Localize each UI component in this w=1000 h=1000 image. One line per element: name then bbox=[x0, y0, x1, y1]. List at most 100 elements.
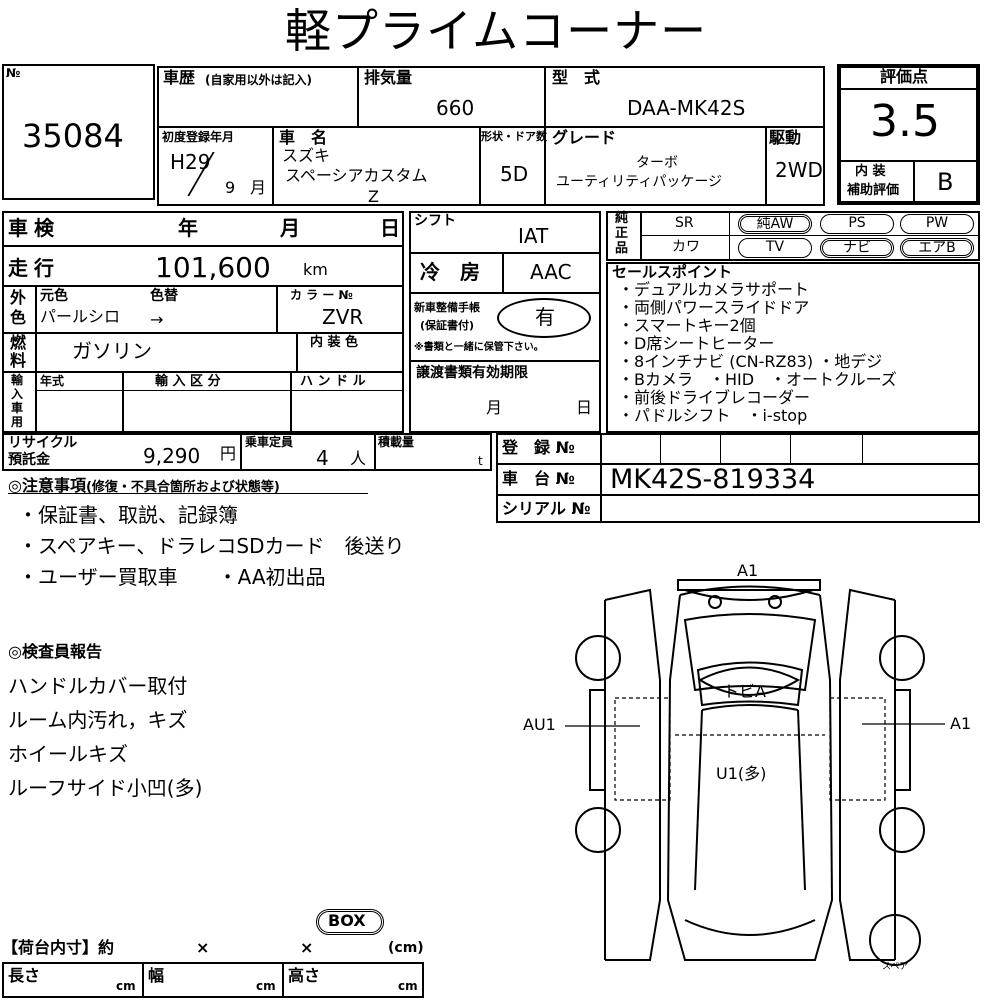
diagram-left-mark: AU1 bbox=[523, 715, 556, 734]
exterior-change-label: 色替 bbox=[150, 288, 178, 304]
recycle-unit: 円 bbox=[220, 444, 237, 463]
sales-points-label: セールスポイント bbox=[612, 263, 733, 281]
sales-point-item: ・前後ドライブレコーダー bbox=[618, 388, 811, 407]
pill-tv: TV bbox=[738, 238, 812, 258]
equipment-kawa: カワ bbox=[672, 239, 700, 255]
lot-number-label: № bbox=[6, 66, 21, 80]
serial-label: シリアル № bbox=[502, 499, 591, 518]
history-label: 車歴 bbox=[163, 68, 196, 87]
transfer-day: 日 bbox=[576, 398, 593, 417]
grade-label: グレード bbox=[552, 128, 617, 147]
sales-point-item: ・8インチナビ (CN-RZ83) ・地デジ bbox=[618, 352, 883, 371]
displacement-value: 660 bbox=[436, 96, 475, 120]
inspection-month: 月 bbox=[280, 216, 300, 240]
mileage-unit: km bbox=[303, 260, 328, 279]
load-label: 積載量 bbox=[378, 435, 415, 449]
capacity-unit: 人 bbox=[350, 449, 367, 468]
shift-label: シフト bbox=[414, 213, 456, 229]
page-title: 軽プライムコーナー bbox=[285, 4, 708, 58]
cargo-length-unit: cm bbox=[116, 979, 136, 993]
pill-aw: 純AW bbox=[738, 214, 812, 234]
doors-value: 5D bbox=[500, 162, 529, 186]
model-value: DAA-MK42S bbox=[627, 96, 746, 120]
equipment-label-3: 品 bbox=[615, 241, 629, 256]
sales-point-item: ・スマートキー2個 bbox=[618, 316, 756, 335]
recycle-label-1: リサイクル bbox=[8, 435, 78, 451]
drive-value: 2WD bbox=[775, 158, 823, 182]
capacity-label: 乗車定員 bbox=[245, 435, 294, 449]
import-label-4: 用 bbox=[11, 415, 24, 429]
equipment-label-2: 正 bbox=[615, 226, 629, 241]
interior-score-label-1: 内 装 bbox=[855, 164, 886, 179]
interior-score-label-2: 補助評価 bbox=[847, 183, 900, 198]
cargo-width-unit: cm bbox=[256, 979, 276, 993]
color-no-label: カ ラ ー № bbox=[290, 288, 353, 302]
warranty-note: ※書類と一緒に保管下さい。 bbox=[414, 342, 544, 353]
exterior-label-1: 外 bbox=[10, 288, 27, 307]
equipment-grid bbox=[606, 211, 980, 261]
color-no-value: ZVR bbox=[322, 305, 364, 329]
note-item: ・ユーザー買取車 ・AA初出品 bbox=[18, 565, 326, 589]
pill-pw: PW bbox=[900, 214, 974, 234]
aircon-value: AAC bbox=[530, 260, 572, 284]
cargo-height-unit: cm bbox=[398, 979, 418, 993]
warranty-label-1: 新車整備手帳 bbox=[414, 301, 480, 314]
capacity-value: 4 bbox=[316, 446, 329, 470]
warranty-circle bbox=[497, 298, 591, 338]
transfer-month: 月 bbox=[486, 398, 503, 417]
cargo-label: 【荷台内寸】約 bbox=[2, 938, 115, 957]
pill-ps: PS bbox=[820, 214, 894, 234]
car-maker: スズキ bbox=[282, 146, 331, 165]
sales-point-item: ・Bカメラ ・HID ・オートクルーズ bbox=[618, 370, 897, 389]
load-unit: t bbox=[478, 454, 483, 468]
first-reg-label: 初度登録年月 bbox=[162, 130, 235, 144]
interior-color-label: 内 装 色 bbox=[310, 335, 359, 350]
vehicle-info-grid bbox=[157, 66, 825, 206]
sales-point-item: ・パドルシフト ・i-stop bbox=[618, 406, 808, 425]
warranty-label-2: (保証書付) bbox=[420, 319, 475, 332]
cargo-box-badge bbox=[316, 909, 384, 935]
mileage-value: 101,600 bbox=[155, 251, 271, 284]
notes-heading: ◎注意事項 bbox=[8, 476, 86, 495]
car-name: スペーシアカスタム bbox=[285, 166, 428, 185]
score-label: 評価点 bbox=[880, 67, 929, 86]
import-label-1: 輸 bbox=[11, 373, 24, 387]
fuel-label-1: 燃 bbox=[10, 333, 27, 352]
score-value: 3.5 bbox=[870, 96, 940, 147]
equipment-sr: SR bbox=[675, 215, 694, 231]
inspector-label: ◎検査員報告 bbox=[8, 642, 102, 661]
inspection-day: 日 bbox=[380, 216, 400, 240]
inspector-item: ルーム内汚れ，キズ bbox=[8, 708, 188, 732]
sales-point-item: ・D席シートヒーター bbox=[618, 334, 775, 353]
grade-line2: ユーティリティパッケージ bbox=[556, 174, 723, 190]
mileage-label: 走行 bbox=[8, 256, 60, 280]
exterior-arrow: → bbox=[150, 310, 164, 329]
first-reg-month: 9 bbox=[225, 178, 236, 197]
cargo-box-label: BOX bbox=[328, 911, 366, 930]
import-label-3: 車 bbox=[11, 401, 24, 415]
chassis-value: MK42S-819334 bbox=[610, 464, 816, 495]
grade-line1: ターボ bbox=[636, 155, 678, 171]
cargo-times-1: × bbox=[196, 938, 210, 957]
car-name-label: 車 名 bbox=[279, 128, 328, 147]
import-label-2: 入 bbox=[11, 387, 24, 401]
model-label: 型 式 bbox=[552, 68, 601, 87]
import-year-label: 年式 bbox=[40, 374, 65, 388]
recycle-grid bbox=[2, 433, 492, 471]
lot-number-box bbox=[2, 64, 155, 200]
sales-point-item: ・両側パワースライドドア bbox=[618, 298, 810, 317]
drive-label: 駆動 bbox=[769, 128, 802, 147]
inspection-grid bbox=[2, 211, 404, 433]
fuel-value: ガソリン bbox=[72, 339, 152, 363]
cargo-width-label: 幅 bbox=[148, 966, 165, 985]
inspection-label: 車検 bbox=[8, 216, 60, 240]
pill-airbag: エアB bbox=[900, 238, 974, 258]
inspection-year: 年 bbox=[178, 216, 198, 240]
score-box bbox=[837, 64, 980, 205]
cargo-times-2: × bbox=[300, 938, 314, 957]
registration-grid bbox=[496, 433, 980, 523]
cargo-grid bbox=[2, 962, 424, 998]
inspector-item: ホイールキズ bbox=[8, 742, 128, 766]
doors-label: 形状・ドア数 bbox=[481, 130, 547, 143]
car-damage-diagram bbox=[565, 579, 945, 966]
